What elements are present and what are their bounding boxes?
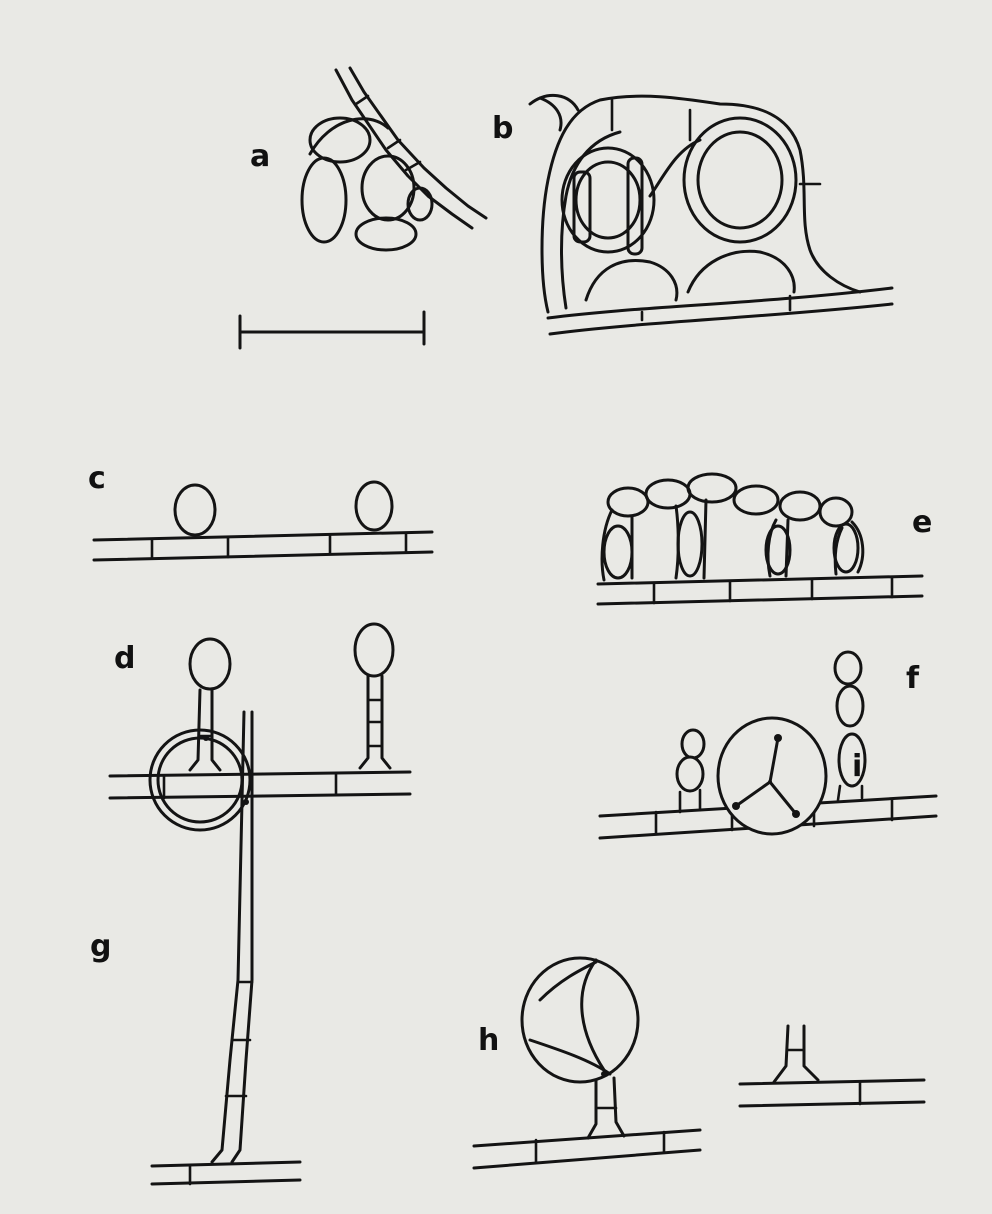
panel-b: b bbox=[492, 95, 892, 334]
panel-label-d: d bbox=[114, 641, 135, 676]
panel-c-drawing bbox=[94, 482, 432, 560]
panel-label-h: h bbox=[478, 1023, 499, 1058]
panel-e: e bbox=[598, 474, 932, 604]
panel-c: c bbox=[88, 461, 432, 560]
panel-label-e: e bbox=[912, 505, 932, 540]
panel-g: g bbox=[90, 712, 300, 1184]
panel-i-drawing bbox=[718, 718, 924, 1106]
panel-d: d bbox=[110, 624, 410, 798]
panel-i: i bbox=[718, 718, 924, 1106]
panel-label-f: f bbox=[906, 661, 920, 696]
panel-a: a bbox=[250, 68, 486, 250]
panel-label-c: c bbox=[88, 461, 106, 496]
panel-label-g: g bbox=[90, 929, 111, 964]
panel-label-b: b bbox=[492, 111, 513, 146]
panel-e-drawing bbox=[598, 474, 922, 604]
panel-h-drawing bbox=[474, 958, 700, 1168]
panel-label-i: i bbox=[852, 749, 862, 784]
panel-b-drawing bbox=[530, 95, 892, 334]
panel-g-drawing bbox=[150, 712, 300, 1184]
panel-h: h bbox=[474, 958, 700, 1168]
panel-label-a: a bbox=[250, 139, 270, 174]
panel-d-drawing bbox=[110, 624, 410, 798]
scale-bar bbox=[240, 312, 424, 348]
panel-a-drawing bbox=[302, 68, 486, 250]
